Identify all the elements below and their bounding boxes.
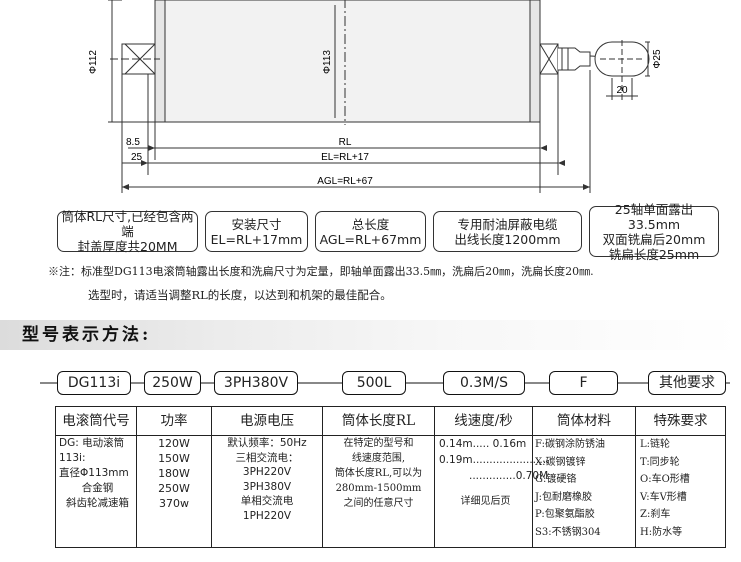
dim-flat: 20 (616, 85, 628, 96)
callout-cable-line2: 出线长度1200mm (454, 231, 561, 247)
code-material: F (549, 371, 618, 395)
note-line2: 选型时，请适当调整RL的长度，以达到和机架的最佳配合。 (88, 288, 392, 302)
callout-rl: 筒体RL尺寸,已经包含两端 封盖厚度共20MM (57, 209, 198, 254)
length-line: 之间的任意尺寸 (343, 498, 414, 509)
header-length: 筒体长度RL (323, 407, 434, 436)
callout-agl: 总长度 AGL=RL+67mm (315, 211, 426, 252)
roller-drawing: Φ112 Φ113 RL 8.5 25 EL=RL+17 AGL=RL+67 Φ… (88, 0, 663, 193)
col-length: 筒体长度RL 在特定的型号和 线速度范围, 筒体长度RL,可以为 280mm-1… (323, 407, 435, 547)
callout-shaft-line2: 双面铣扁后20mm (602, 231, 706, 247)
voltage-line: 三相交流电： (235, 451, 299, 464)
special-item: T:同步轮 (640, 456, 680, 468)
callout-el-line2: EL=RL+17mm (210, 231, 303, 247)
power-item: 370w (159, 497, 189, 510)
header-material: 筒体材料 (533, 407, 635, 436)
header-power: 功率 (137, 407, 211, 436)
code-voltage: 3PH380V (214, 371, 298, 395)
callout-cable: 专用耐油屏蔽电缆 出线长度1200mm (433, 211, 582, 252)
callout-rl-line2: 封盖厚度共20MM (77, 239, 178, 254)
callout-shaft-line3: 铣扁长度25mm (608, 246, 700, 262)
dim-diameter-end: Φ112 (88, 50, 99, 74)
col-model: 电滚筒代号 DG: 电动滚筒 113i: 直径Φ113mm 合金钢 斜齿轮减速箱 (56, 407, 137, 547)
model-line: 113i: (59, 452, 86, 464)
speed-line: 0.14m..... 0.16m (439, 438, 527, 450)
model-line: DG: 电动滚筒 (59, 437, 125, 449)
dim-8-5: 8.5 (126, 137, 140, 148)
code-model: DG113i (57, 371, 131, 395)
dim-diameter-tube: Φ113 (322, 50, 333, 74)
voltage-line: 默认频率：50Hz (227, 437, 307, 449)
col-voltage: 电源电压 默认频率：50Hz 三相交流电： 3PH220V 3PH380V 单相… (212, 407, 323, 547)
special-item: Z:刹车 (640, 509, 671, 520)
speed-line (439, 484, 532, 494)
special-item: L:链轮 (640, 439, 671, 450)
speed-line: 详细见后页 (460, 496, 511, 507)
code-length: 500L (342, 371, 406, 395)
voltage-line: 3PH380V (242, 480, 292, 493)
spec-table: 电滚筒代号 DG: 电动滚筒 113i: 直径Φ113mm 合金钢 斜齿轮减速箱… (55, 406, 726, 548)
length-line: 在特定的型号和 (343, 438, 414, 449)
power-item: 120W (158, 437, 190, 450)
dim-rl: RL (339, 137, 352, 148)
header-speed: 线速度/秒 (435, 407, 532, 436)
dim-25: 25 (131, 152, 143, 163)
voltage-line: 1PH220V (242, 509, 292, 522)
callout-cable-line1: 专用耐油屏蔽电缆 (457, 216, 558, 232)
dim-shaft-dia: Φ25 (652, 49, 663, 69)
header-special: 特殊要求 (636, 407, 725, 436)
length-line: 280mm-1500mm (335, 483, 422, 494)
material-item: J:包耐磨橡胶 (535, 491, 592, 503)
code-speed: 0.3M/S (443, 371, 525, 395)
col-material: 筒体材料 F:碳钢涂防锈油 X:碳钢镀锌 G:镀硬铬 J:包耐磨橡胶 P:包聚氨… (533, 407, 636, 547)
dim-agl: AGL=RL+67 (317, 176, 373, 187)
col-special: 特殊要求 L:链轮 T:同步轮 O:车O形槽 V:车V形槽 Z:刹车 H:防水等 (636, 407, 725, 547)
power-item: 250W (158, 482, 190, 495)
model-line: 直径Φ113mm (59, 467, 129, 479)
length-line: 筒体长度RL,可以为 (334, 468, 423, 479)
section-banner (0, 320, 741, 350)
length-line: 线速度范围, (351, 453, 406, 464)
speed-line: ..............0.70M (469, 470, 549, 482)
callout-agl-line1: 总长度 (351, 216, 390, 232)
material-item: F:碳钢涂防锈油 (535, 439, 605, 450)
callout-shaft-line1: 25轴单面露出33.5mm (614, 201, 694, 232)
callout-rl-line1: 筒体RL尺寸,已经包含两端 (61, 209, 194, 239)
callout-shaft: 25轴单面露出33.5mm 双面铣扁后20mm 铣扁长度25mm (589, 202, 719, 262)
header-voltage: 电源电压 (212, 407, 322, 436)
special-item: V:车V形槽 (640, 491, 687, 503)
code-power: 250W (144, 371, 201, 395)
material-item: S3:不锈钢304 (535, 526, 601, 538)
material-item: P:包聚氨酯胶 (535, 509, 595, 520)
code-special: 其他要求 (648, 371, 726, 395)
note-line1: ※注：标准型DG113电滚筒轴露出长度和洗扁尺寸为定量，即轴单面露出33.5㎜，… (48, 265, 594, 278)
voltage-line: 单相交流电 (240, 495, 294, 507)
callout-el: 安装尺寸 EL=RL+17mm (205, 211, 308, 252)
special-item: H:防水等 (640, 526, 683, 538)
voltage-line: 3PH220V (242, 466, 292, 478)
power-item: 150W (158, 452, 190, 465)
power-item: 180W (158, 467, 190, 480)
model-line: 合金钢 (81, 482, 114, 494)
dim-el: EL=RL+17 (321, 152, 369, 163)
material-item: G:镀硬铬 (535, 474, 577, 485)
model-line: 斜齿轮减速箱 (66, 497, 129, 509)
callout-agl-line2: AGL=RL+67mm (319, 231, 422, 247)
col-power: 功率 120W 150W 180W 250W 370w (137, 407, 212, 547)
speed-line: 0.19m....................... (439, 454, 550, 466)
callout-el-line1: 安装尺寸 (231, 216, 282, 232)
material-item: X:碳钢镀锌 (535, 456, 586, 468)
special-item: O:车O形槽 (640, 474, 690, 485)
header-model: 电滚筒代号 (56, 407, 136, 436)
section-title: 型号表示方法: (22, 325, 152, 345)
col-speed: 线速度/秒 0.14m..... 0.16m 0.19m............… (435, 407, 550, 547)
